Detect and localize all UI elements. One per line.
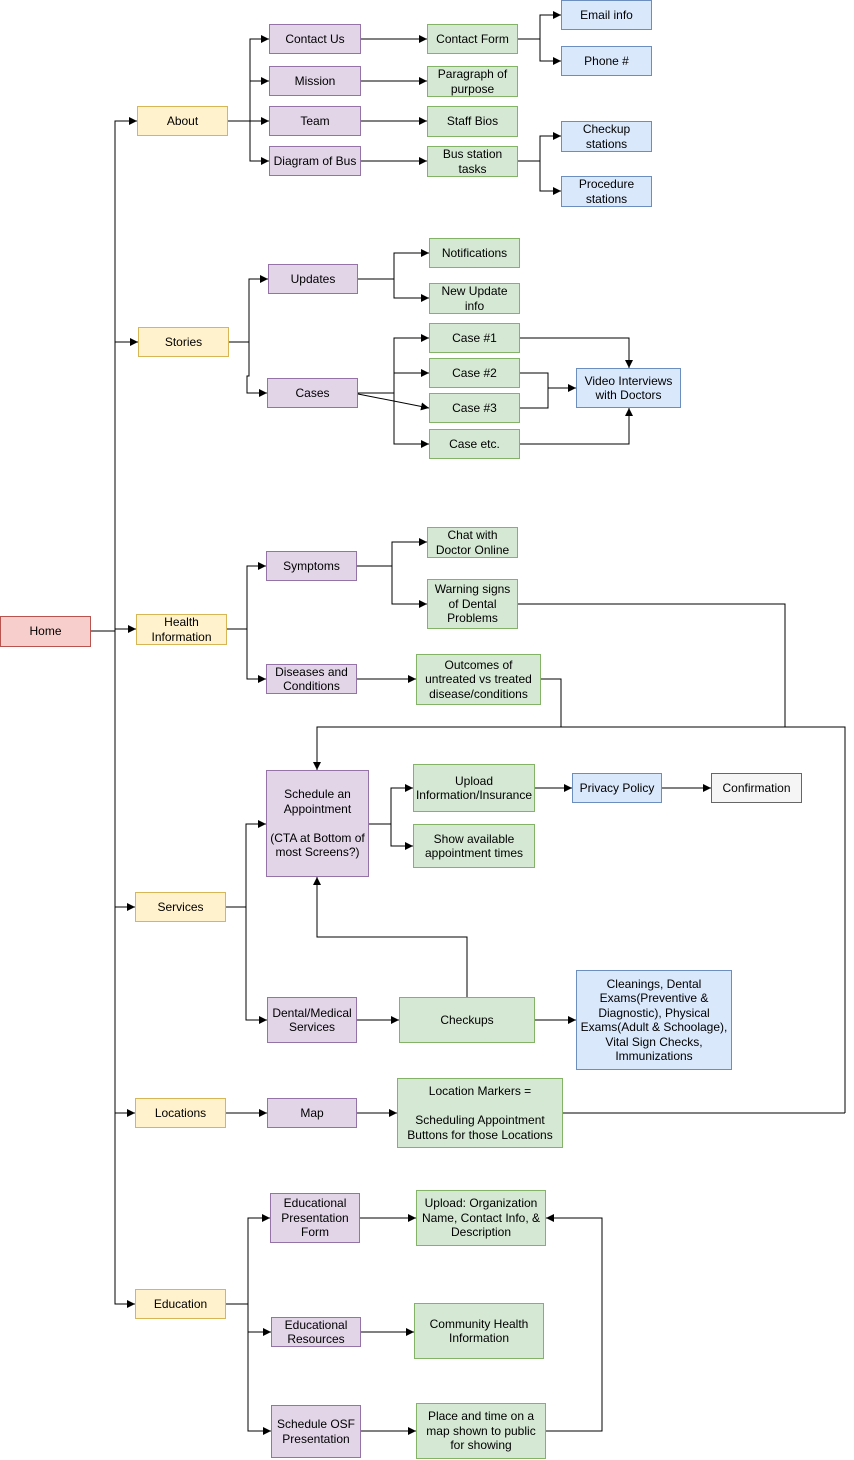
updates-node: Updates [268, 264, 358, 294]
procedure-stations-node: Procedure stations [561, 176, 652, 207]
edu-resources-node: Educational Resources [271, 1317, 361, 1347]
connector-29 [520, 408, 633, 445]
bus-station-tasks-node: Bus station tasks [427, 146, 518, 177]
connector-27 [520, 372, 549, 409]
connector-35 [518, 603, 786, 727]
privacy-policy-node: Privacy Policy [572, 773, 662, 803]
connector-38 [226, 820, 266, 908]
case-etc-node: Case etc. [429, 429, 520, 459]
connector-56 [546, 1214, 603, 1432]
connector-52 [247, 1304, 271, 1435]
phone-node: Phone # [561, 46, 652, 76]
connector-16 [518, 132, 561, 162]
connector-3 [114, 631, 135, 1308]
paragraph-of-purpose-node: Paragraph of purpose [427, 66, 518, 97]
connector-33 [391, 566, 427, 608]
connector-39 [245, 907, 267, 1024]
checkup-stations-node: Checkup stations [561, 121, 652, 152]
connector-15 [539, 39, 561, 65]
upload-org-node: Upload: Organization Name, Contact Info,… [416, 1190, 546, 1246]
checkups-node: Checkups [399, 997, 535, 1043]
dental-medical-services-node: Dental/Medical Services [267, 997, 357, 1043]
connector-37 [313, 726, 846, 1113]
health-information-node: Health Information [136, 614, 227, 645]
connector-6 [228, 35, 269, 122]
connector-46 [313, 877, 468, 997]
connector-17 [539, 161, 561, 195]
schedule-osf-node: Schedule OSF Presentation [271, 1405, 361, 1458]
case-1-node: Case #1 [429, 323, 520, 353]
notifications-node: Notifications [429, 238, 520, 268]
location-markers-node: Location Markers = Scheduling Appointmen… [397, 1078, 563, 1148]
chat-with-doctor-node: Chat with Doctor Online [427, 527, 518, 558]
connector-22 [358, 334, 429, 394]
mission-node: Mission [269, 66, 361, 96]
community-health-node: Community Health Information [414, 1303, 544, 1359]
outcomes-node: Outcomes of untreated vs treated disease… [416, 654, 541, 705]
checkup-list-node: Cleanings, Dental Exams(Preventive & Dia… [576, 970, 732, 1070]
symptoms-node: Symptoms [266, 551, 357, 581]
home-node: Home [0, 616, 91, 647]
connector-32 [357, 538, 427, 567]
edu-presentation-form-node: Educational Presentation Form [270, 1193, 360, 1243]
warning-signs-node: Warning signs of Dental Problems [427, 579, 518, 629]
connector-18 [229, 275, 268, 343]
connector-26 [520, 337, 633, 368]
connector-31 [246, 629, 266, 683]
map-node: Map [267, 1098, 357, 1128]
confirmation-node: Confirmation [711, 773, 802, 803]
contact-form-node: Contact Form [427, 24, 518, 54]
schedule-appointment-node: Schedule an Appointment (CTA at Bottom o… [266, 770, 369, 877]
email-info-node: Email info [561, 0, 652, 30]
connector-19 [246, 342, 267, 397]
video-interviews-node: Video Interviews with Doctors [576, 368, 681, 408]
connector-21 [393, 279, 429, 302]
connector-25 [393, 393, 429, 448]
diseases-conditions-node: Diseases and Conditions [266, 664, 357, 694]
connector-51 [247, 1304, 271, 1336]
about-node: About [137, 106, 228, 136]
staff-bios-node: Staff Bios [427, 106, 518, 137]
show-times-node: Show available appointment times [413, 824, 535, 868]
cases-node: Cases [267, 378, 358, 408]
connector-41 [390, 824, 413, 850]
connector-40 [369, 784, 413, 825]
stories-node: Stories [138, 327, 229, 357]
place-time-map-node: Place and time on a map shown to public … [416, 1403, 546, 1459]
services-node: Services [135, 892, 226, 922]
connector-36 [541, 678, 562, 727]
upload-info-node: Upload Information/Insurance [413, 764, 535, 812]
connector-50 [226, 1214, 270, 1305]
education-node: Education [135, 1289, 226, 1319]
diagram-of-bus-node: Diagram of Bus [269, 146, 361, 176]
new-update-info-node: New Update info [429, 283, 520, 314]
case-2-node: Case #2 [429, 358, 520, 388]
connector-30 [227, 562, 266, 630]
contact-us-node: Contact Us [269, 24, 361, 54]
connector-14 [518, 11, 561, 40]
case-3-node: Case #3 [429, 393, 520, 423]
team-node: Team [269, 106, 361, 136]
connector-9 [249, 121, 269, 165]
connector-20 [358, 249, 429, 280]
locations-node: Locations [135, 1098, 226, 1128]
connector-0 [91, 117, 137, 632]
